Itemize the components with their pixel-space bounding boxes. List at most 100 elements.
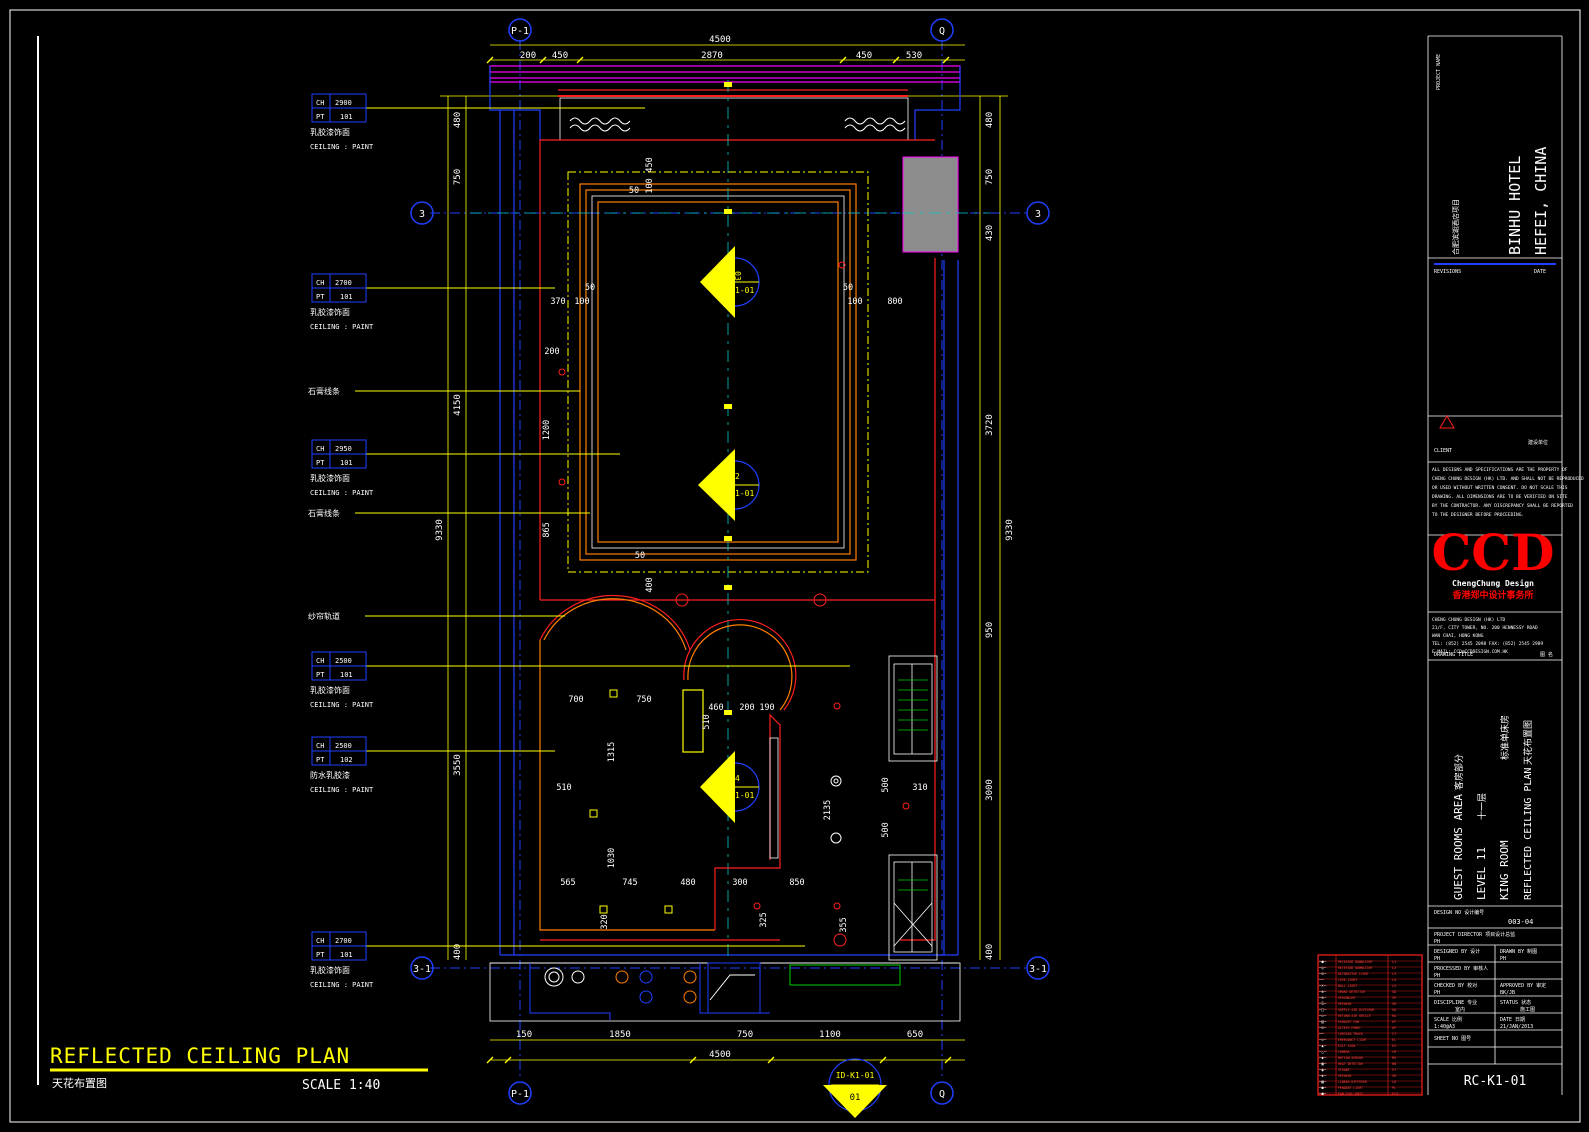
ceiling-tag-7: CH 2500 PT 101 乳胶漆饰面 CEILING : PAINT xyxy=(310,651,374,709)
tb-project-cn: 合肥滨湖酒店项目 xyxy=(1451,199,1460,255)
tag-cn: 乳胶漆饰面 xyxy=(310,685,350,695)
dim-int: 510 xyxy=(556,783,571,793)
tb-note-line: OR USED WITHOUT WRITTEN CONSENT. DO NOT … xyxy=(1432,485,1568,491)
tb-client-label: CLIENT xyxy=(1434,448,1452,454)
tb-checked-val: PH xyxy=(1434,990,1440,996)
tag-note-curtain: 纱帘轨道 xyxy=(308,611,340,621)
legend-description: COVE LIGHT xyxy=(1338,978,1357,982)
tag-pt: PT xyxy=(316,671,325,679)
ceiling-tag-2: CH 2700 PT 101 乳胶漆饰面 CEILING : PAINT xyxy=(310,273,374,331)
elev-ref: ID-K1-01 xyxy=(836,1071,875,1080)
tag-pt-val: 101 xyxy=(340,113,353,121)
tag-pt: PT xyxy=(316,459,325,467)
dim-int: 1200 xyxy=(542,420,552,440)
tb-drawing-title-cn: 图 名 xyxy=(1540,651,1553,658)
tb-design-no: 003-04 xyxy=(1508,918,1533,926)
tb-sheet-no: RC-K1-01 xyxy=(1464,1074,1527,1089)
internal-dims: 450 100 50 50 370 100 50 100 800 200 120… xyxy=(542,157,928,932)
dim-right-total: 9330 xyxy=(1005,519,1015,541)
tb-company-line: E-MAIL: CCD@CCDDESIGN.COM.HK xyxy=(1432,649,1508,655)
dim-top-seg: 450 xyxy=(552,51,568,61)
dim-int: 200 xyxy=(739,703,754,713)
legend-description: CURTAIN TRACK xyxy=(1338,1032,1363,1036)
tag-pt: PT xyxy=(316,113,325,121)
elev-ref: ID-K1-01 xyxy=(716,286,755,295)
ccd-logo-sub-cn: 香港郑中设计事务所 xyxy=(1451,589,1533,601)
legend-symbol: —●— xyxy=(1319,959,1327,964)
dim-left-total: 9330 xyxy=(435,519,445,541)
light-symbols xyxy=(558,261,910,947)
dim-top-seg: 450 xyxy=(856,51,872,61)
tb-room-cn: 标准单床房 xyxy=(1499,715,1511,760)
legend-description: SPRINKLER xyxy=(1338,996,1355,1000)
tb-processed-val: PH xyxy=(1434,973,1440,979)
dim-int: 325 xyxy=(759,912,769,927)
dim-int: 510 xyxy=(702,714,712,729)
drawing-title-cn: 天花布置图 xyxy=(52,1077,107,1090)
dim-left-seg: 480 xyxy=(453,112,463,128)
tag-en: CEILING : PAINT xyxy=(310,786,374,794)
elevation-marker-03: 03 ID-K1-01 xyxy=(700,246,760,318)
legend-symbol: —— xyxy=(1319,977,1324,982)
tb-note-line: DRAWING. ALL DIMENSIONS ARE TO BE VERIFI… xyxy=(1432,494,1568,500)
tb-area-en: GUEST ROOMS AREA xyxy=(1452,794,1465,900)
tb-status-val: 施工图 xyxy=(1520,1006,1535,1013)
sheet-border xyxy=(9,9,1581,1123)
legend-code: CT xyxy=(1392,1032,1397,1036)
dim-bottom-seg: 650 xyxy=(907,1030,923,1040)
elevation-marker-04: 04 ID-K1-01 xyxy=(700,751,760,823)
legend-symbol: —◇— xyxy=(1319,1037,1327,1042)
dim-int: 370 xyxy=(550,297,565,307)
grid-label-3-left: 3 xyxy=(419,209,425,220)
tb-approved-label: APPROVED BY 审定 xyxy=(1500,982,1546,989)
tag-pt-val: 101 xyxy=(340,951,353,959)
tb-date-val: 21/JAN/2013 xyxy=(1500,1024,1533,1030)
legend-description: RETURN AIR GRILLE xyxy=(1338,1014,1371,1018)
dim-int: 480 xyxy=(680,878,695,888)
legend-symbol: —▦— xyxy=(1319,1079,1327,1084)
tb-company-line: WAN CHAI, HONG KONG xyxy=(1432,633,1484,639)
legend-code: L1 xyxy=(1392,960,1396,964)
dim-int: 500 xyxy=(881,777,891,792)
legend-code: EX xyxy=(1392,1044,1397,1048)
legend-description: HEAT DETECTOR xyxy=(1338,1062,1363,1066)
tb-processed-label: PROCESSED BY 审核人 xyxy=(1434,965,1488,972)
tag-ch-val: 2950 xyxy=(335,445,352,453)
legend-description: RECESSED DOWNLIGHT xyxy=(1338,966,1373,970)
dim-right-seg: 3720 xyxy=(985,414,995,436)
legend-symbol: —●— xyxy=(1319,1091,1327,1096)
legend-code: L3 xyxy=(1392,972,1396,976)
legend-description: DECORATIVE LIGHT xyxy=(1338,972,1369,976)
dim-int: 745 xyxy=(622,878,637,888)
dim-int: 500 xyxy=(881,822,891,837)
tb-project-label: PROJECT NAME xyxy=(1436,54,1442,90)
dim-int: 50 xyxy=(635,551,645,561)
tb-client-cn: 建设单位 xyxy=(1528,439,1548,446)
tag-cn: 乳胶漆饰面 xyxy=(310,127,350,137)
structural-column xyxy=(902,156,959,253)
legend-description: EMERGENCY LIGHT xyxy=(1338,1038,1367,1042)
legend-description: CAMERA xyxy=(1338,1050,1350,1054)
dim-int: 700 xyxy=(568,695,583,705)
legend-code: AP xyxy=(1392,1026,1396,1030)
elev-num: 01 xyxy=(850,1093,861,1103)
tb-note-line: ALL DESIGNS AND SPECIFICATIONS ARE THE P… xyxy=(1432,467,1568,473)
dim-top-seg: 200 xyxy=(520,51,536,61)
grid-label-q-bottom: Q xyxy=(939,1089,945,1100)
dim-right-seg: 400 xyxy=(985,944,995,960)
dim-int: 190 xyxy=(759,703,774,713)
tb-sheet-no-label: SHEET NO 图号 xyxy=(1434,1036,1471,1042)
tb-plan-cn: 天花布置图 xyxy=(1522,720,1534,765)
dim-right-seg: 480 xyxy=(985,112,995,128)
elevation-marker-01: 01 ID-K1-01 xyxy=(823,1058,887,1118)
tb-level-cn: 十一层 xyxy=(1476,793,1488,820)
ccd-logo: CCD xyxy=(1432,523,1555,582)
tag-ch-val: 2700 xyxy=(335,937,352,945)
dim-right-seg: 950 xyxy=(985,622,995,638)
legend-symbol: —⊘— xyxy=(1319,1025,1327,1030)
dimension-lines xyxy=(440,44,1008,1061)
dim-bottom-seg: 150 xyxy=(516,1030,532,1040)
tb-drawn-val: PH xyxy=(1500,956,1506,962)
